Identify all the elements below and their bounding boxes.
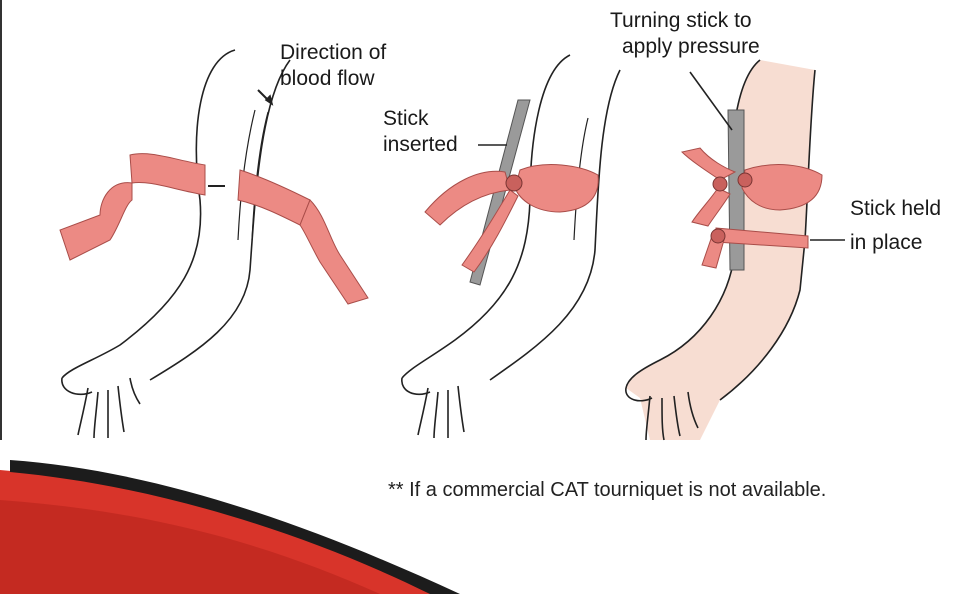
stick-inserted-label-line1: Stick	[383, 106, 429, 131]
stick-inserted-label-line2: inserted	[383, 132, 458, 157]
direction-label-line2: blood flow	[280, 66, 375, 91]
arm-2	[402, 55, 620, 438]
turning-stick-label-line2: apply pressure	[622, 34, 760, 59]
bandage-1	[60, 154, 368, 304]
stick-held-label-line2: in place	[850, 230, 922, 255]
footnote-text: ** If a commercial CAT tourniquet is not…	[388, 478, 826, 502]
direction-label-line1: Direction of	[280, 40, 386, 65]
stick-held-label-line1: Stick held	[850, 196, 941, 221]
turning-stick-label-line1: Turning stick to	[610, 8, 752, 33]
